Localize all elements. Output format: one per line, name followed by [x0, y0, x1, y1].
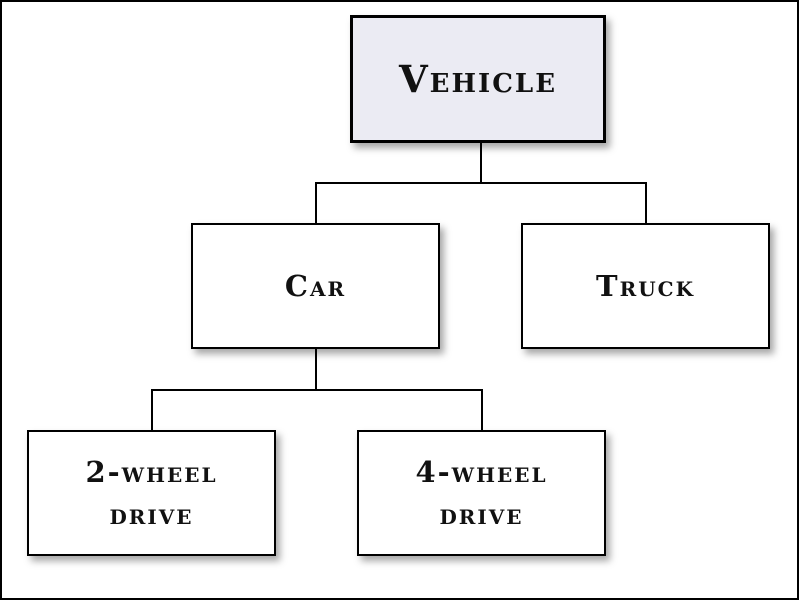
node-truck-label: Truck [596, 269, 695, 303]
node-car: Car [191, 223, 440, 349]
node-truck: Truck [521, 223, 770, 349]
node-vehicle: Vehicle [350, 15, 606, 143]
edge-vehicle-truck [481, 182, 647, 223]
node-four-wheel-drive: 4-wheel drive [357, 430, 606, 556]
edge-vehicle-car [315, 143, 482, 223]
edge-car-two-wheel-drive [151, 349, 317, 430]
node-four-wheel-drive-label: 4-wheel drive [415, 454, 548, 531]
node-two-wheel-drive-label: 2-wheel drive [85, 454, 218, 531]
node-vehicle-label: Vehicle [398, 57, 558, 101]
node-two-wheel-drive: 2-wheel drive [27, 430, 276, 556]
node-car-label: Car [284, 269, 347, 303]
edge-car-four-wheel-drive [316, 389, 483, 430]
